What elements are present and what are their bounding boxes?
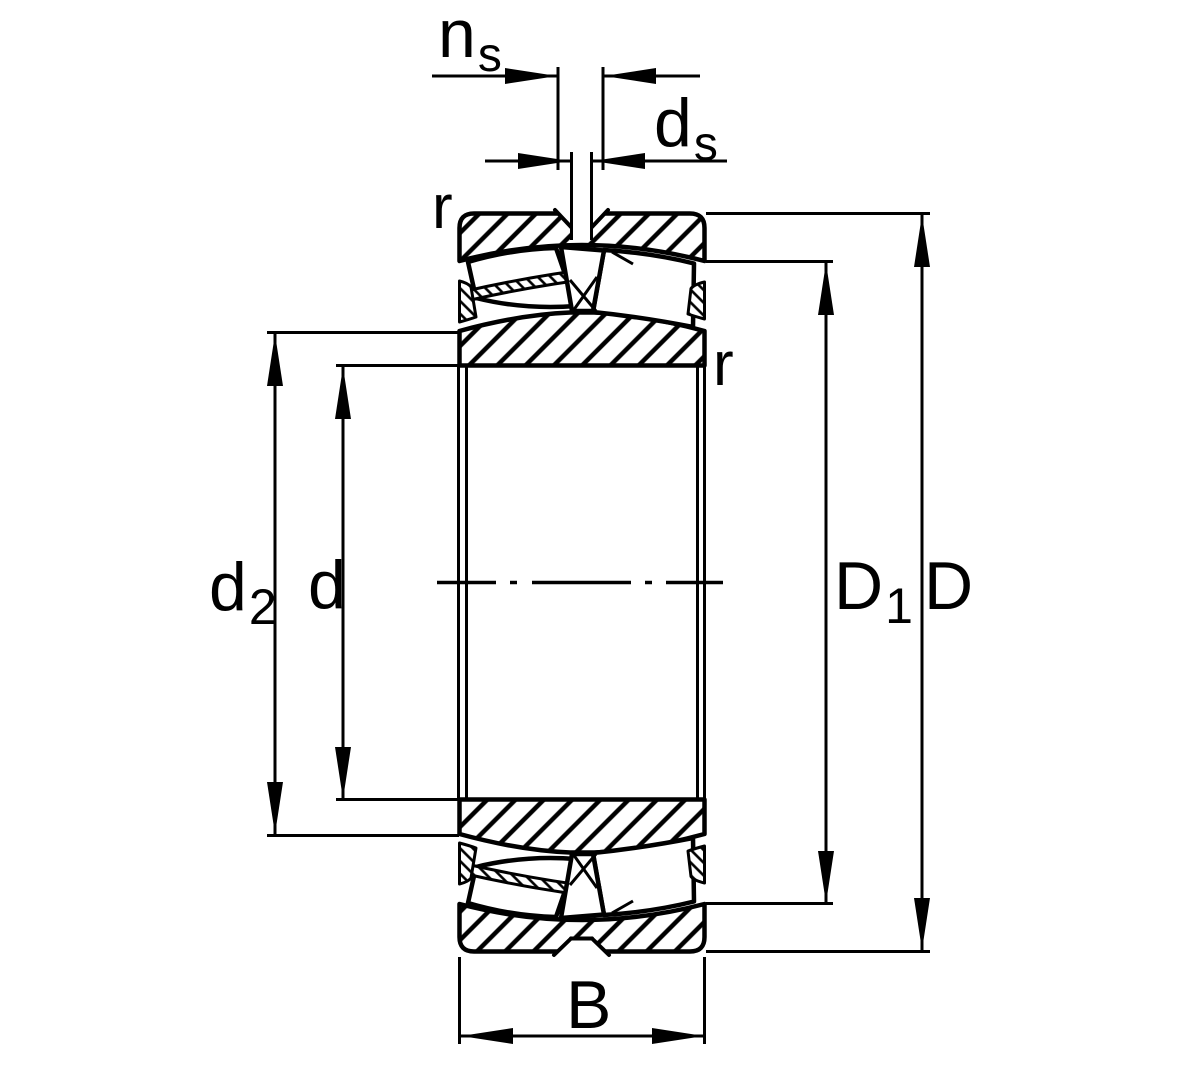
label-ds: ds	[654, 85, 718, 171]
groove-right-slant	[589, 208, 610, 230]
roller-chamfer-line-top	[611, 250, 634, 266]
arrowhead	[914, 215, 930, 267]
guide-ring-bottom	[558, 851, 607, 921]
label-d2: d2	[209, 549, 277, 635]
cage-bar-bottom-right	[686, 844, 706, 885]
arrowhead	[335, 747, 351, 799]
guide-ring-top	[558, 244, 607, 314]
guide-ring-detail-line	[571, 853, 599, 889]
lubrication-hole	[571, 225, 592, 238]
groove-left-slant	[553, 208, 574, 230]
label-ns: ns	[438, 0, 502, 82]
roller-bottom-right	[590, 835, 697, 918]
guide-ring-detail-line	[571, 276, 599, 312]
label-D: D	[924, 548, 973, 624]
label-r-outer: r	[432, 173, 453, 242]
arrowhead	[335, 367, 351, 419]
cage-bar-top-left	[458, 279, 478, 324]
bearing-top-section	[457, 208, 707, 368]
roller-top-right	[590, 247, 697, 330]
cage-bar-bottom-left	[458, 841, 478, 886]
dim-ns	[432, 67, 700, 170]
arrowhead	[267, 782, 283, 834]
label-B: B	[566, 967, 611, 1043]
arrowhead	[461, 1028, 513, 1044]
arrowhead	[267, 334, 283, 386]
arrowhead	[652, 1028, 704, 1044]
arrowhead	[593, 153, 645, 169]
label-D1: D1	[834, 548, 913, 634]
arrowhead	[505, 68, 557, 84]
arrowhead	[518, 153, 570, 169]
dim-d	[335, 364, 460, 801]
arrowhead	[818, 851, 834, 903]
dim-d2	[267, 331, 459, 837]
groove-bottom-left-slant	[552, 936, 573, 957]
bearing-bottom-section	[457, 797, 707, 957]
arrowhead	[818, 263, 834, 315]
dim-D1	[706, 260, 834, 905]
dimension-labels: ns ds r r d2 d D1 D B	[209, 0, 973, 1043]
roller-chamfer-line-bottom	[611, 899, 634, 915]
dim-ds	[485, 152, 727, 240]
dim-B	[458, 957, 706, 1044]
arrowhead	[604, 68, 656, 84]
label-r-inner: r	[713, 330, 734, 399]
groove-bottom-right-slant	[590, 936, 611, 957]
dim-D	[706, 212, 930, 953]
arrowhead	[914, 898, 930, 950]
cage-bar-top-right	[686, 280, 706, 321]
label-d: d	[308, 547, 346, 623]
